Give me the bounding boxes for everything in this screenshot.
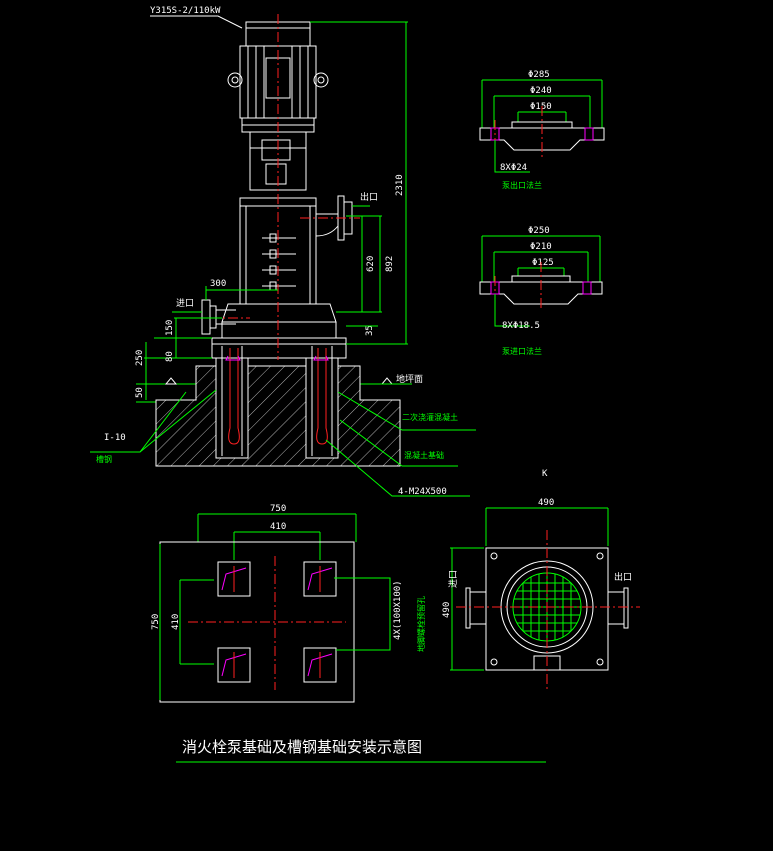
outlet-flange-detail: Φ285 Φ240 Φ150 8XΦ24 泵出口法兰 [479,70,605,190]
flange-bottom-note: 泵进口法兰 [502,346,542,356]
leader-grout [337,391,476,431]
view-k-inlet: 进口 [448,570,459,588]
outlet-pipe [315,206,339,237]
plan-pocket-tr [303,561,337,597]
dim-250: 250 [135,350,145,366]
view-k-outlet: 出口 [614,571,632,583]
bolt-pocket-right [305,357,339,459]
plan-hole-note: 地脚螺栓预留孔 [416,596,426,652]
channel-base [211,337,347,359]
dim-620: 620 [366,256,376,272]
anchor-bolt-right [316,348,328,445]
level-mark-right [380,377,394,385]
view-k-outlet-pipe [607,591,625,625]
dim-892: 892 [385,256,395,272]
concrete-foundation [155,365,401,467]
motor-label: Y315S-2/110kW [150,6,221,16]
pump-casing [221,303,337,323]
dim-35: 35 [365,325,375,336]
label-inlet: 进口 [176,298,194,309]
lifting-eye-left [227,72,243,88]
view-k-dim-490h: 490 [442,602,452,618]
pump-elevation: Y315S-2/110kW [90,6,476,497]
flange-top-d3: Φ150 [530,102,552,112]
plan-pocket-tl [217,561,251,597]
flange-bottom-body [479,281,603,305]
dim-150: 150 [165,320,175,336]
flange-bottom-d2: Φ210 [530,242,552,252]
label-outlet: 出口 [360,191,378,203]
label-channel: 槽钢 [96,454,112,464]
flange-bottom-d3: Φ125 [532,258,554,268]
page-title: 消火栓泵基础及槽钢基础安装示意图 [182,738,422,756]
plan-pocket-bl [217,647,251,683]
view-k: K 490 490 [442,469,640,690]
leader-concrete [339,419,458,467]
leader-bolts [325,439,470,497]
dim-50: 50 [135,387,145,398]
dim-80: 80 [165,351,175,362]
view-k-inlet-pipe [469,591,487,625]
plan-pocket-br [303,647,337,683]
lifting-eye-right [313,72,329,88]
label-floor: 地坪面 [396,373,423,385]
plan-holes: 4X(100X100) [393,580,403,640]
dim-300: 300 [210,279,226,289]
motor-leader [150,15,243,29]
flange-top-holes: 8XΦ24 [500,163,527,173]
plan-dim-750w: 750 [270,504,286,514]
flange-top-d2: Φ240 [530,86,552,96]
label-bolts: 4-M24X500 [398,487,447,497]
plan-dim-750h: 750 [151,614,161,630]
inlet-flange [201,299,211,335]
bolt-pocket-left [215,357,249,459]
label-i10: I-10 [104,433,126,443]
flange-top-note: 泵出口法兰 [502,180,542,190]
anchor-bolt-left [228,348,240,445]
inlet-flange-detail: Φ250 Φ210 Φ125 8XΦ18.5 泵进口法兰 [479,226,603,356]
plan-dim-410w: 410 [270,522,286,532]
label-grout: 二次浇灌混凝土 [402,412,458,422]
flange-top-d1: Φ285 [528,70,550,80]
label-concrete: 混凝土基础 [404,450,444,460]
flange-bottom-d1: Φ250 [528,226,550,236]
level-mark-left [164,377,178,385]
flange-top-body [479,127,605,151]
view-k-label: K [542,469,548,479]
foundation-plan: 750 410 750 410 4X(100X100) 地脚螺栓预留孔 [151,504,426,703]
plan-dim-410h: 410 [171,614,181,630]
dim-2310: 2310 [395,174,405,196]
view-k-dim-490w: 490 [538,498,554,508]
flange-bottom-holes: 8XΦ18.5 [502,321,540,331]
